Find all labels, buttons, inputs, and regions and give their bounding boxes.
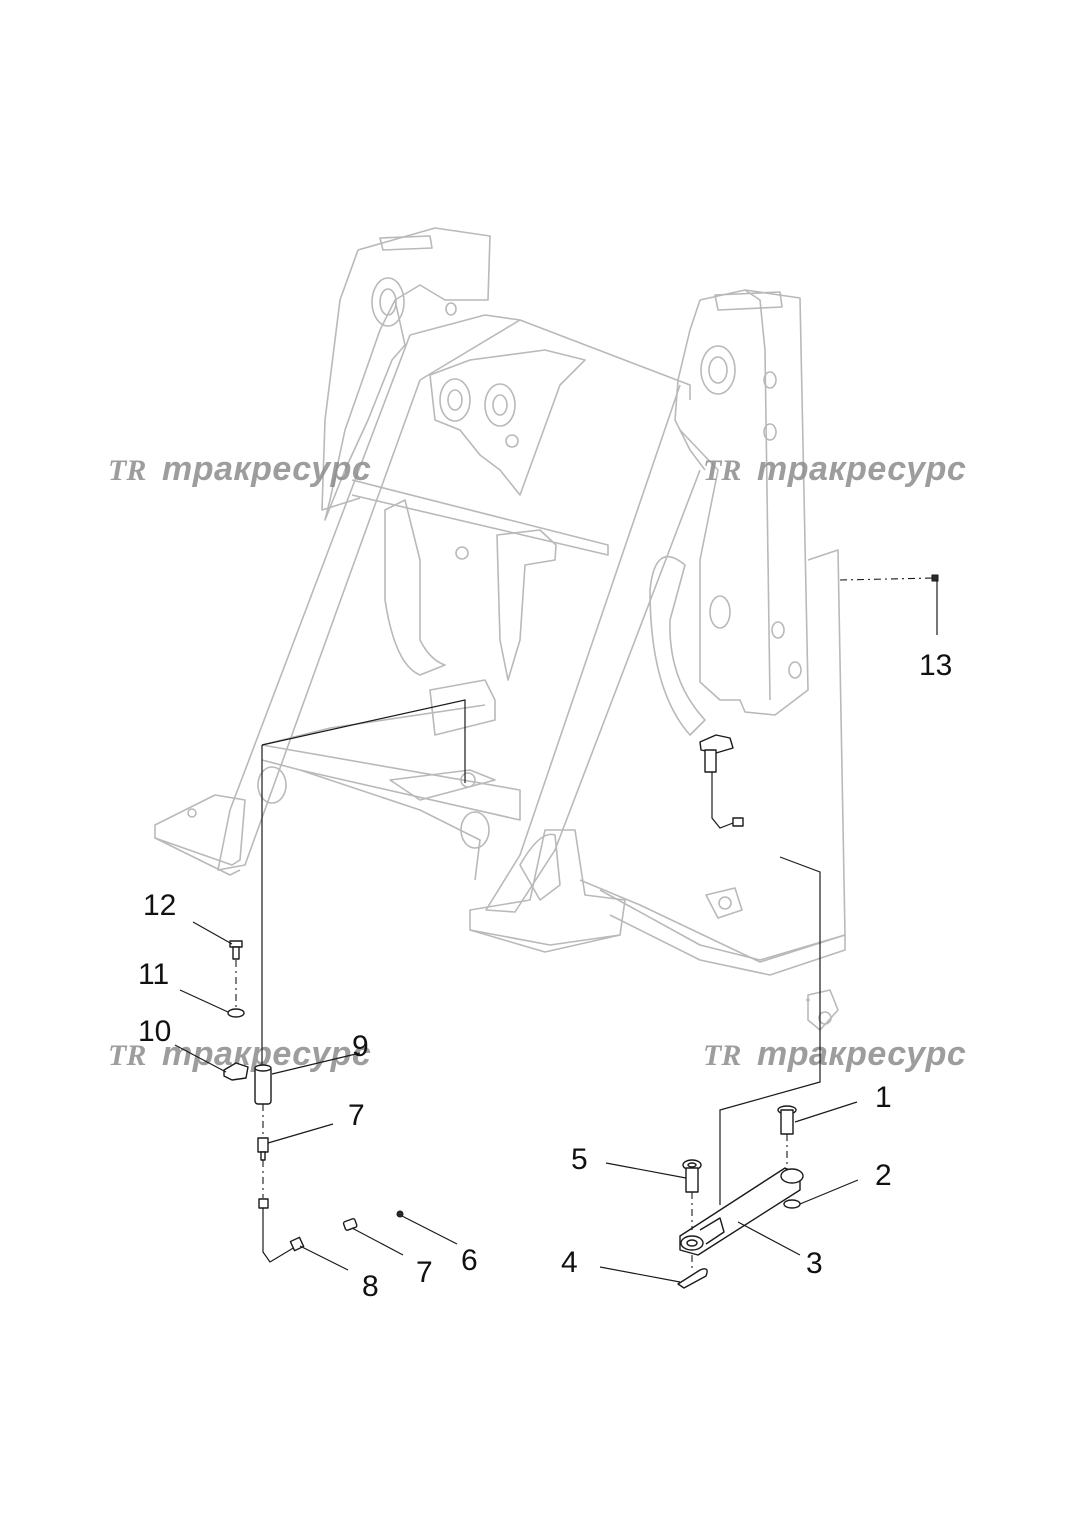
callout-10: 10 <box>138 1015 171 1048</box>
watermark-logo: TR <box>108 1039 146 1072</box>
watermark-logo: TR <box>703 1039 741 1072</box>
callout-5: 5 <box>571 1143 588 1176</box>
watermark-bottom-right: TR тракресурс <box>703 1035 966 1073</box>
callout-3: 3 <box>806 1247 823 1280</box>
watermark-top-left: TR тракресурс <box>108 450 371 488</box>
part-11-washer <box>227 1008 245 1018</box>
callout-7-lower: 7 <box>416 1256 433 1289</box>
part-10-clamp <box>223 1062 249 1081</box>
part-7-fitting-upper <box>257 1137 269 1161</box>
callout-2: 2 <box>875 1159 892 1192</box>
callout-12: 12 <box>143 889 176 922</box>
callout-8: 8 <box>362 1270 379 1303</box>
part-12-bolt <box>229 940 243 960</box>
watermark-text: тракресурс <box>757 450 966 488</box>
watermark-text: тракресурс <box>757 1035 966 1073</box>
watermark: TR тракресурс TR тракресурс TR тракресур… <box>108 450 966 1073</box>
part-9-sleeve <box>254 1064 272 1105</box>
part-13-plug <box>931 574 939 582</box>
callout-6: 6 <box>461 1244 478 1277</box>
leader-to-frame <box>261 699 466 783</box>
watermark-text: тракресурс <box>162 450 371 488</box>
callout-11: 11 <box>138 958 169 991</box>
part-1-pin <box>777 1105 797 1135</box>
part-6-ball <box>396 1210 404 1218</box>
callout-1: 1 <box>875 1081 892 1114</box>
watermark-logo: TR <box>108 454 146 487</box>
callout-13: 13 <box>919 649 952 682</box>
sensor-assembly <box>699 734 744 829</box>
part-4-cotter-pin <box>677 1268 708 1289</box>
part-5-pin <box>682 1159 702 1193</box>
leader-lines <box>174 580 938 1283</box>
callout-4: 4 <box>561 1246 578 1279</box>
part-2-ring <box>783 1199 801 1209</box>
part-7-fitting-lower <box>342 1218 358 1231</box>
leader-to-frame <box>719 856 821 1205</box>
watermark-logo: TR <box>703 454 741 487</box>
part-3-link <box>679 1167 804 1256</box>
leader-13 <box>839 577 936 581</box>
callout-labels: 1 2 3 4 5 6 7 7 8 9 10 11 12 13 <box>138 649 952 1303</box>
part-8-hose <box>258 1198 305 1263</box>
watermark-top-right: TR тракресурс <box>703 450 966 488</box>
callout-9: 9 <box>352 1030 369 1063</box>
callout-7-upper: 7 <box>348 1099 365 1132</box>
loader-frame <box>154 227 846 1031</box>
